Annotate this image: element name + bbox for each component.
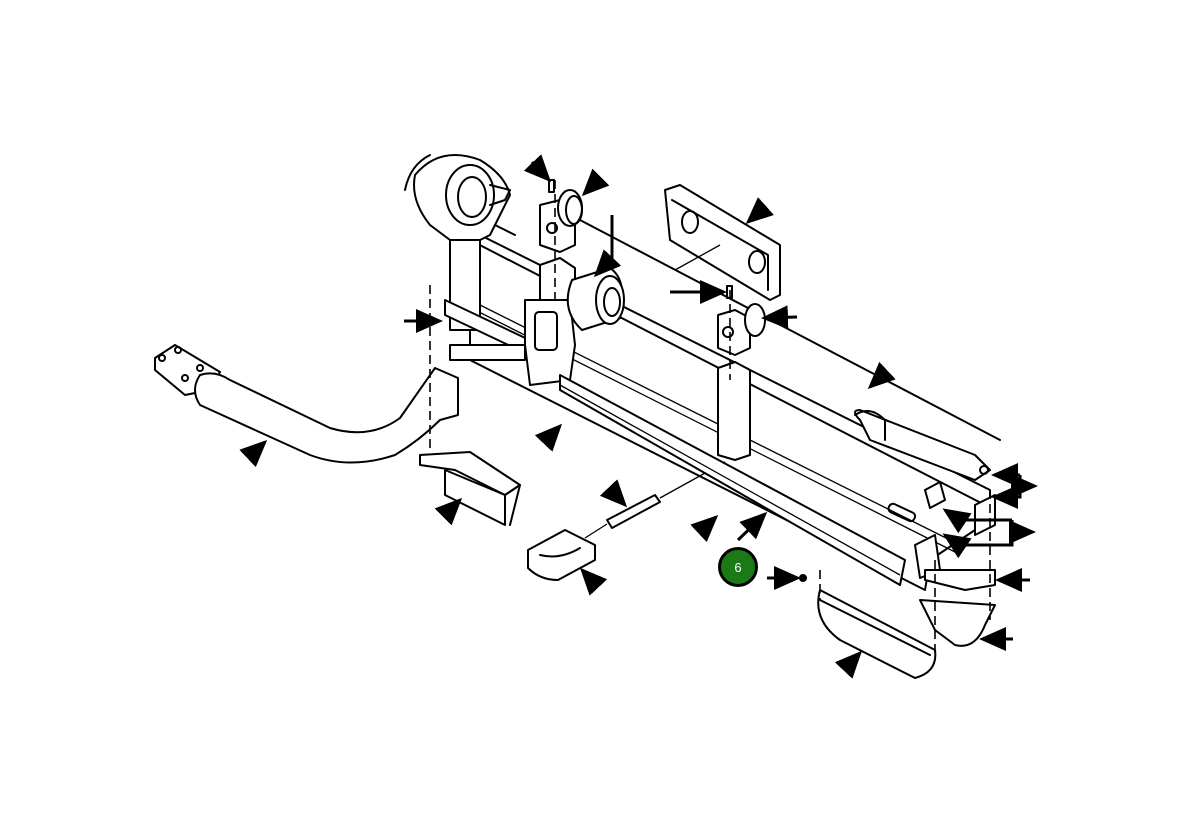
trough-center (817, 589, 937, 679)
callout-label: 6 (734, 559, 742, 575)
wear-strip-center (559, 374, 906, 586)
leader-arrows (239, 154, 1038, 679)
wear-bar-right (924, 569, 996, 591)
curved-arm (154, 344, 459, 464)
trough-right (919, 599, 996, 647)
saddle-block (527, 529, 596, 581)
callout-badge[interactable]: 6 (718, 547, 758, 587)
bearing-cap-left (557, 189, 583, 227)
bracket-pad (419, 451, 521, 526)
alignment-lines (429, 180, 991, 655)
pivot-block-right (717, 309, 751, 461)
set-screw-left (548, 179, 555, 193)
mounting-plate (664, 184, 781, 301)
bushing-cylinder (566, 267, 625, 331)
fastener-dot (799, 574, 807, 582)
bearing-cap-right (744, 303, 766, 337)
bearing-housing (404, 154, 516, 331)
